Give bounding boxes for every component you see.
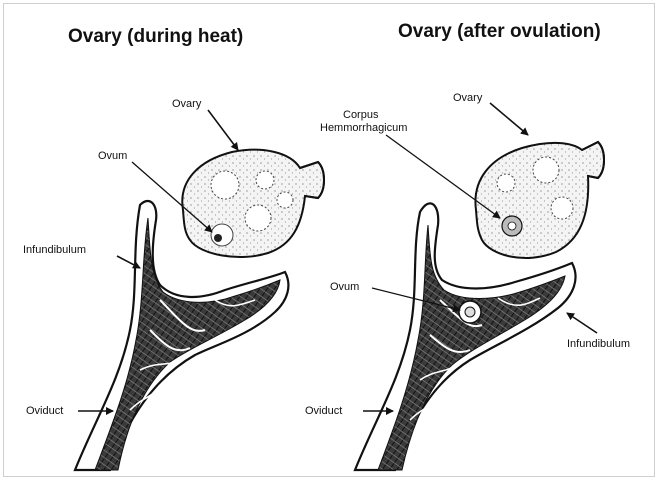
right-ovary-arrow (490, 103, 528, 135)
right-infundibulum-label: Infundibulum (567, 338, 630, 350)
right-ovary-drawing (475, 142, 604, 258)
left-infundibulum-label: Infundibulum (23, 244, 86, 256)
left-oviduct-label: Oviduct (26, 405, 63, 417)
right-infundibulum-arrow (567, 313, 597, 333)
left-ovary-drawing (182, 150, 324, 257)
left-ovary-arrow (208, 110, 238, 150)
left-ovum-label: Ovum (98, 150, 127, 162)
left-ovary-label: Ovary (172, 98, 201, 110)
right-corpus-label-line2: Hemmorrhagicum (320, 122, 407, 134)
right-ovum-label: Ovum (330, 281, 359, 293)
right-ovary-label: Ovary (453, 92, 482, 104)
right-oviduct-label: Oviduct (305, 405, 342, 417)
right-corpus-label-line1: Corpus (343, 109, 378, 121)
